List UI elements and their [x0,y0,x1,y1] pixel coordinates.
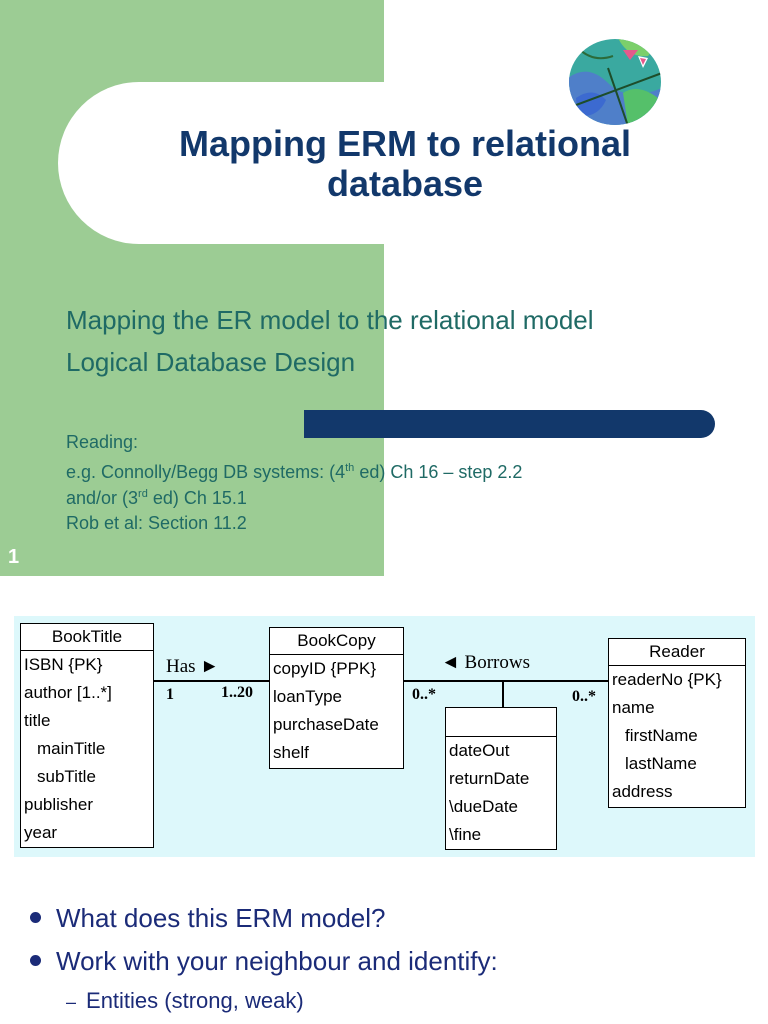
bullet-dot-icon [30,954,41,966]
booktitle-entity-box: BookTitle ISBN {PK} author [1..*] title … [20,623,154,848]
sub-bullet-item-1: –Entities (strong, weak) [66,988,304,1013]
slide-number: 1 [8,546,20,568]
booktitle-attr-isbn: ISBN {PK} [24,655,103,674]
reading-line-2: and/or (3rd ed) Ch 15.1 [66,488,247,508]
reader-entity-name: Reader [609,639,745,666]
reader-entity-box: Reader readerNo {PK} name firstName last… [608,638,746,808]
slide-title: Mapping ERM to relational database [178,123,631,204]
reader-attr-address: address [612,782,673,801]
reader-attr-firstname: firstName [625,726,698,745]
borrows-attr-returndate: returnDate [449,769,530,788]
decorative-navy-bar [304,410,715,438]
bookcopy-entity-box: BookCopy copyID {PPK} loanType purchaseD… [269,627,404,769]
bookcopy-attr-loantype: loanType [273,687,342,706]
borrows-multiplicity-left: 0..* [412,686,436,703]
reading-line-1: e.g. Connolly/Begg DB systems: (4th ed) … [66,462,523,482]
borrows-association-class-box: dateOut returnDate \dueDate \fine [445,707,557,850]
bookcopy-attr-copyid: copyID {PPK} [273,659,377,678]
bullet-item-1: What does this ERM model? [30,903,385,933]
bullet-dot-icon [30,911,41,923]
borrows-attr-fine: \fine [449,825,482,844]
reader-attr-name: name [612,698,655,717]
reader-attr-lastname: lastName [625,754,697,773]
booktitle-attr-subtitle: subTitle [37,767,96,786]
booktitle-attr-maintitle: mainTitle [37,739,106,758]
subtitle-line-1: Mapping the ER model to the relational m… [66,305,594,335]
booktitle-attr-author: author [1..*] [24,683,112,702]
bookcopy-attr-purchasedate: purchaseDate [273,715,379,734]
association-class-name-compartment [446,708,556,737]
reader-attr-readerno: readerNo {PK} [612,670,722,689]
dash-bullet-icon: – [66,992,77,1012]
borrows-relationship-line [403,680,609,682]
booktitle-entity-name: BookTitle [21,624,153,651]
association-class-connector [502,680,504,708]
borrows-relationship-label: ◄ Borrows [441,652,530,673]
borrows-attr-duedate: \dueDate [449,797,518,816]
has-relationship-line [153,680,270,682]
booktitle-attr-title: title [24,711,51,730]
booktitle-attr-publisher: publisher [24,795,93,814]
booktitle-attr-year: year [24,823,58,842]
bookcopy-attr-shelf: shelf [273,743,309,762]
reading-line-3: Rob et al: Section 11.2 [66,513,247,533]
has-relationship-label: Has ► [166,656,220,677]
borrows-multiplicity-right: 0..* [572,688,596,705]
globe-map-icon [569,39,661,125]
borrows-attr-dateout: dateOut [449,741,510,760]
reading-heading: Reading: [66,432,139,452]
bullet-item-2: Work with your neighbour and identify: [30,946,498,976]
has-multiplicity-right: 1..20 [221,684,253,701]
subtitle-line-2: Logical Database Design [66,347,356,377]
bookcopy-entity-name: BookCopy [270,628,403,655]
has-multiplicity-left: 1 [166,686,174,703]
